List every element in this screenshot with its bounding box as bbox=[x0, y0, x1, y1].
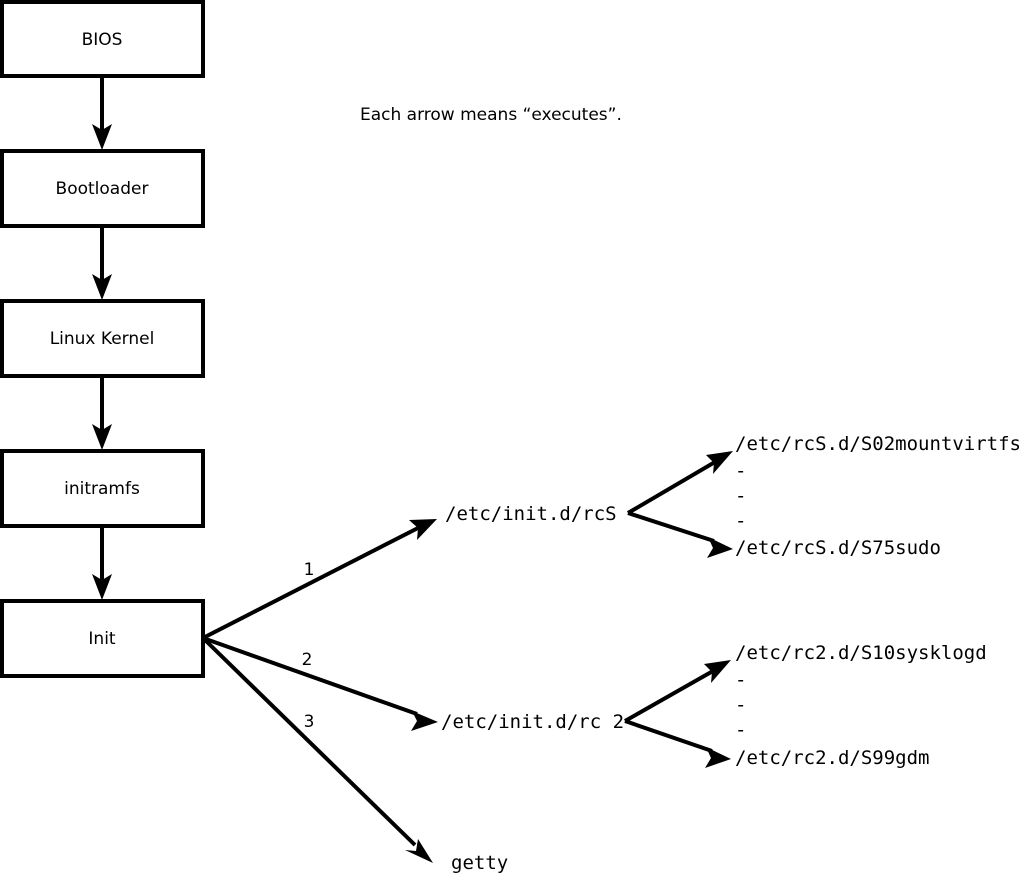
node-bootloader: Bootloader bbox=[0, 149, 205, 228]
rcs-branch-first bbox=[626, 451, 733, 515]
node-bootloader-label: Bootloader bbox=[56, 179, 149, 199]
node-bootloader-rect bbox=[0, 149, 205, 228]
init-branch-2-number: 2 bbox=[302, 650, 313, 670]
arrow-head-icon bbox=[92, 424, 112, 450]
node-bios: BIOS bbox=[0, 0, 205, 78]
rcs-script-first: /etc/rcS.d/S02mountvirtfs bbox=[735, 433, 1021, 455]
rcs-ellipsis-dot-2: - bbox=[735, 485, 746, 507]
init-branch-3: 3 bbox=[201, 636, 433, 863]
arrow-head-icon bbox=[705, 747, 731, 768]
arrow-head-icon bbox=[707, 537, 733, 558]
diagram-caption: Each arrow means “executes”. bbox=[360, 105, 622, 125]
rc2-ellipsis-dot-1: - bbox=[735, 669, 746, 691]
boot-chain-boxes: BIOS Bootloader Linux Kernel initramfs I… bbox=[0, 0, 205, 678]
rcs-branch-last bbox=[627, 511, 733, 558]
branch-target-rcs: /etc/init.d/rcS bbox=[445, 503, 617, 525]
node-linux-kernel: Linux Kernel bbox=[0, 299, 205, 378]
node-linux-kernel-label: Linux Kernel bbox=[50, 329, 155, 349]
connector-bootloader-to-kernel bbox=[92, 226, 112, 300]
arrow-head-icon bbox=[706, 451, 733, 474]
arrow-head-icon bbox=[704, 660, 731, 683]
rcs-ellipsis-dot-1: - bbox=[735, 460, 746, 482]
rc2-branch-last bbox=[624, 719, 731, 768]
node-init-rect bbox=[0, 599, 205, 678]
rc2-script-first: /etc/rc2.d/S10sysklogd bbox=[735, 642, 987, 664]
node-init: Init bbox=[0, 599, 205, 678]
node-initramfs-label: initramfs bbox=[64, 479, 140, 499]
arrow-head-icon bbox=[92, 124, 112, 150]
node-init-label: Init bbox=[88, 629, 116, 649]
rc2-ellipsis-dot-2: - bbox=[735, 694, 746, 716]
rc2-script-last: /etc/rc2.d/S99gdm bbox=[735, 747, 929, 769]
arrow-head-icon bbox=[92, 274, 112, 300]
arrow-head-icon bbox=[409, 519, 437, 540]
arrow-head-icon bbox=[411, 711, 438, 731]
init-branch-2: 2 bbox=[202, 636, 438, 731]
connector-kernel-to-initramfs bbox=[92, 376, 112, 450]
node-bios-rect bbox=[0, 0, 205, 78]
node-linux-kernel-rect bbox=[0, 299, 205, 378]
rc2-subfan: /etc/rc2.d/S10sysklogd - - - /etc/rc2.d/… bbox=[624, 642, 987, 769]
rcs-subfan: /etc/rcS.d/S02mountvirtfs - - - /etc/rcS… bbox=[626, 433, 1021, 559]
rcs-ellipsis-dot-3: - bbox=[735, 510, 746, 532]
branch-target-rc2: /etc/init.d/rc 2 bbox=[441, 711, 624, 733]
branch-targets: /etc/init.d/rcS /etc/init.d/rc 2 getty bbox=[441, 503, 624, 874]
init-branch-3-number: 3 bbox=[304, 712, 315, 732]
node-initramfs-rect bbox=[0, 449, 205, 528]
rcs-script-last: /etc/rcS.d/S75sudo bbox=[735, 537, 941, 559]
init-fanout: 1 2 3 bbox=[201, 519, 438, 863]
init-branch-1: 1 bbox=[202, 519, 437, 640]
connector-initramfs-to-init bbox=[92, 526, 112, 600]
chain-connectors bbox=[92, 76, 112, 600]
arrow-head-icon bbox=[405, 839, 433, 863]
rc2-ellipsis-dot-3: - bbox=[735, 719, 746, 741]
branch-target-getty: getty bbox=[451, 852, 508, 874]
rc2-branch-first bbox=[624, 660, 731, 723]
init-branch-1-number: 1 bbox=[304, 560, 315, 580]
node-initramfs: initramfs bbox=[0, 449, 205, 528]
connector-bios-to-bootloader bbox=[92, 76, 112, 150]
node-bios-label: BIOS bbox=[82, 30, 123, 50]
arrow-head-icon bbox=[92, 574, 112, 600]
